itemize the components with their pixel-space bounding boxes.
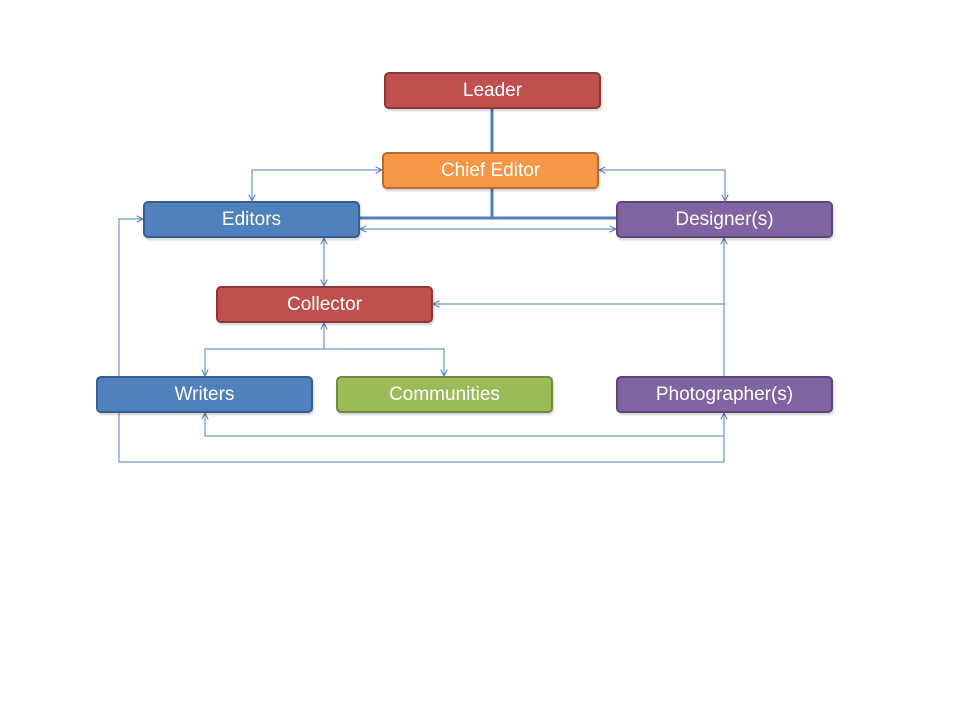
node-photographers: Photographer(s) xyxy=(616,376,833,413)
edge-collector-communities-arrow xyxy=(324,348,444,376)
node-collector: Collector xyxy=(216,286,433,323)
node-writers: Writers xyxy=(96,376,313,413)
node-editors: Editors xyxy=(143,201,360,238)
edge-chief-editor-designers-arrow xyxy=(599,170,725,201)
edge-chief-editor-editors-arrow xyxy=(252,170,382,201)
node-leader: Leader xyxy=(384,72,601,109)
node-communities: Communities xyxy=(336,376,553,413)
edge-writers-photographers-arrow xyxy=(205,413,724,437)
edge-collector-writers-arrow xyxy=(205,348,324,376)
edge-photographers-editors-arrow xyxy=(118,219,725,463)
node-chief-editor: Chief Editor xyxy=(382,152,599,189)
node-designers: Designer(s) xyxy=(616,201,833,238)
